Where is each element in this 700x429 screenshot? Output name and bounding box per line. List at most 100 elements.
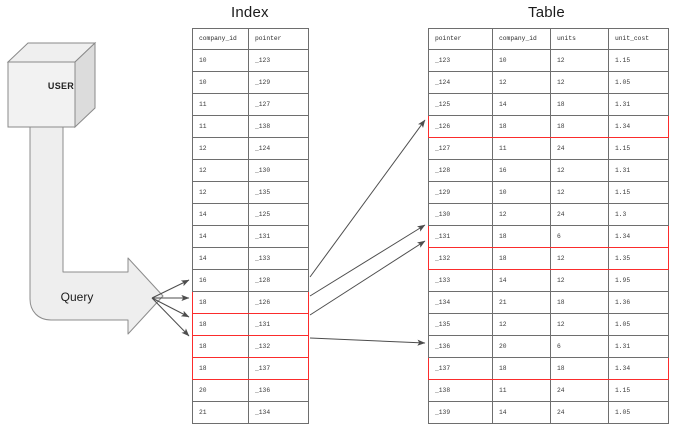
table-cell-pointer: _135 <box>428 313 493 336</box>
index-cell-company-id: 18 <box>192 313 249 336</box>
table-cell-units: 12 <box>550 181 609 204</box>
index-cell-company-id: 11 <box>192 115 249 138</box>
table-cell-units: 24 <box>550 379 609 402</box>
table-row: 16_128 <box>192 269 309 292</box>
table-cell-units: 6 <box>550 225 609 248</box>
index-cell-company-id: 11 <box>192 93 249 116</box>
table-cell-pointer: _134 <box>428 291 493 314</box>
table-cell-company-id: 12 <box>492 313 551 336</box>
table-cell-company-id: 14 <box>492 269 551 292</box>
table-cell-unit-cost: 1.15 <box>608 379 669 402</box>
index-cell-pointer: _130 <box>248 159 309 182</box>
table-cell-pointer: _127 <box>428 137 493 160</box>
table-cell-pointer: _126 <box>428 115 493 138</box>
table-cell-unit-cost: 1.34 <box>608 357 669 380</box>
index-cell-company-id: 14 <box>192 225 249 248</box>
index-cell-company-id: 18 <box>192 357 249 380</box>
index-cell-pointer: _126 <box>248 291 309 314</box>
table-row: 12_130 <box>192 159 309 182</box>
table-row: 10_123 <box>192 49 309 72</box>
table-cell-units: 12 <box>550 159 609 182</box>
table-cell-pointer: _136 <box>428 335 493 358</box>
index-cell-pointer: _132 <box>248 335 309 358</box>
index-header-pointer: pointer <box>248 28 309 50</box>
index-cell-pointer: _138 <box>248 115 309 138</box>
table-row: 21_134 <box>192 401 309 424</box>
user-label: USER <box>47 81 75 91</box>
table-cell-pointer: _129 <box>428 181 493 204</box>
index-cell-pointer: _129 <box>248 71 309 94</box>
table-cell-company-id: 18 <box>492 357 551 380</box>
table-cell-company-id: 18 <box>492 225 551 248</box>
index-cell-company-id: 10 <box>192 49 249 72</box>
index-cell-pointer: _124 <box>248 137 309 160</box>
table-cell-unit-cost: 1.36 <box>608 291 669 314</box>
table-cell-unit-cost: 1.15 <box>608 181 669 204</box>
table-cell-units: 24 <box>550 401 609 424</box>
table-cell-pointer: _124 <box>428 71 493 94</box>
table-cell-company-id: 18 <box>492 247 551 270</box>
table-cell-pointer: _133 <box>428 269 493 292</box>
table-row: 18_131 <box>192 313 309 336</box>
index-cell-pointer: _135 <box>248 181 309 204</box>
index-cell-company-id: 21 <box>192 401 249 424</box>
query-label: Query <box>60 290 94 304</box>
table-row: 18_126 <box>192 291 309 314</box>
table-cell-units: 18 <box>550 357 609 380</box>
index-cell-company-id: 14 <box>192 203 249 226</box>
table-cell-units: 6 <box>550 335 609 358</box>
table-cell-company-id: 10 <box>492 49 551 72</box>
table-row: 11_127 <box>192 93 309 116</box>
table-cell-units: 12 <box>550 269 609 292</box>
table-row: 10_129 <box>192 71 309 94</box>
index-header-company-id: company_id <box>192 28 249 50</box>
table-cell-units: 18 <box>550 291 609 314</box>
table-row: 14_133 <box>192 247 309 270</box>
table-cell-pointer: _131 <box>428 225 493 248</box>
table-cell-unit-cost: 1.3 <box>608 203 669 226</box>
index-cell-company-id: 12 <box>192 137 249 160</box>
table-cell-pointer: _130 <box>428 203 493 226</box>
table-row: 14_125 <box>192 203 309 226</box>
index-cell-pointer: _131 <box>248 313 309 336</box>
index-cell-pointer: _128 <box>248 269 309 292</box>
table-row: 14_131 <box>192 225 309 248</box>
table-cell-company-id: 18 <box>492 115 551 138</box>
table-cell-unit-cost: 1.34 <box>608 225 669 248</box>
table-header-pointer: pointer <box>428 28 493 50</box>
table-cell-unit-cost: 1.31 <box>608 335 669 358</box>
index-cell-pointer: _123 <box>248 49 309 72</box>
table-cell-units: 24 <box>550 137 609 160</box>
index-cell-company-id: 12 <box>192 181 249 204</box>
index-cell-company-id: 18 <box>192 335 249 358</box>
table-cell-company-id: 14 <box>492 93 551 116</box>
index-cell-pointer: _127 <box>248 93 309 116</box>
index-cell-company-id: 14 <box>192 247 249 270</box>
table-cell-unit-cost: 1.05 <box>608 401 669 424</box>
index-cell-company-id: 20 <box>192 379 249 402</box>
table-cell-units: 12 <box>550 247 609 270</box>
table-cell-company-id: 11 <box>492 379 551 402</box>
table-row: 12_135 <box>192 181 309 204</box>
table-cell-company-id: 21 <box>492 291 551 314</box>
index-header-row: company_id pointer <box>192 28 309 50</box>
table-cell-units: 12 <box>550 313 609 336</box>
table-cell-unit-cost: 1.34 <box>608 115 669 138</box>
table-header-unit-cost: unit_cost <box>608 28 669 50</box>
table-cell-units: 18 <box>550 115 609 138</box>
index-cell-company-id: 16 <box>192 269 249 292</box>
table-cell-unit-cost: 1.31 <box>608 93 669 116</box>
table-row: 20_136 <box>192 379 309 402</box>
table-header-units: units <box>550 28 609 50</box>
table-cell-unit-cost: 1.95 <box>608 269 669 292</box>
